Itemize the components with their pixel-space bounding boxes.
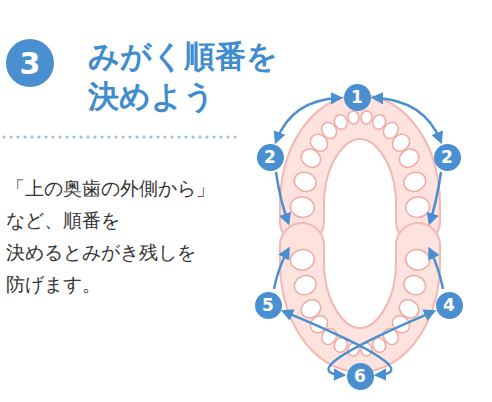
order-arrow [374,98,440,141]
callout-number: 4 [436,292,463,319]
side-arrow [430,250,443,289]
upper-gum [302,117,418,222]
lower-gum-fill [302,245,418,350]
number-text: 6 [354,366,366,386]
tooth [289,196,315,219]
side-arrow [430,172,441,222]
tooth [405,248,431,271]
callout-number: 2 [434,144,461,171]
teeth-group [289,111,430,357]
tooth [401,273,428,298]
body-text: 「上の奥歯の外側から」 など、順番を 決めるとみがき残しを 防げます。 [6,172,238,300]
tooth [401,169,428,194]
title: みがく順番を 決めよう [88,36,303,116]
number-text: 2 [264,147,276,167]
dotted-rule [4,136,240,139]
tooth [292,169,319,194]
number-text: 2 [441,147,453,167]
callout-number: 6 [347,363,374,390]
callout-number: 5 [255,292,282,319]
side-arrow [276,172,288,222]
tooth [405,196,431,219]
tooth [396,145,422,170]
tooth [347,111,359,125]
tooth [360,111,372,125]
number-text: 3 [20,46,41,81]
tooth [289,248,315,271]
upper-gum-fill [302,117,418,222]
order-arrow [328,312,432,375]
number-text: 1 [351,87,363,107]
callout-number: 1 [344,84,371,111]
number-text: 4 [443,295,455,315]
callout-number: 2 [257,144,284,171]
lower-gum [302,245,418,350]
step-number: 3 [6,39,54,87]
order-arrow [276,98,339,141]
order-arrow [284,312,391,375]
tooth [332,113,349,131]
side-arrow [274,250,288,289]
number-text: 5 [262,295,274,315]
tooth [292,273,319,298]
